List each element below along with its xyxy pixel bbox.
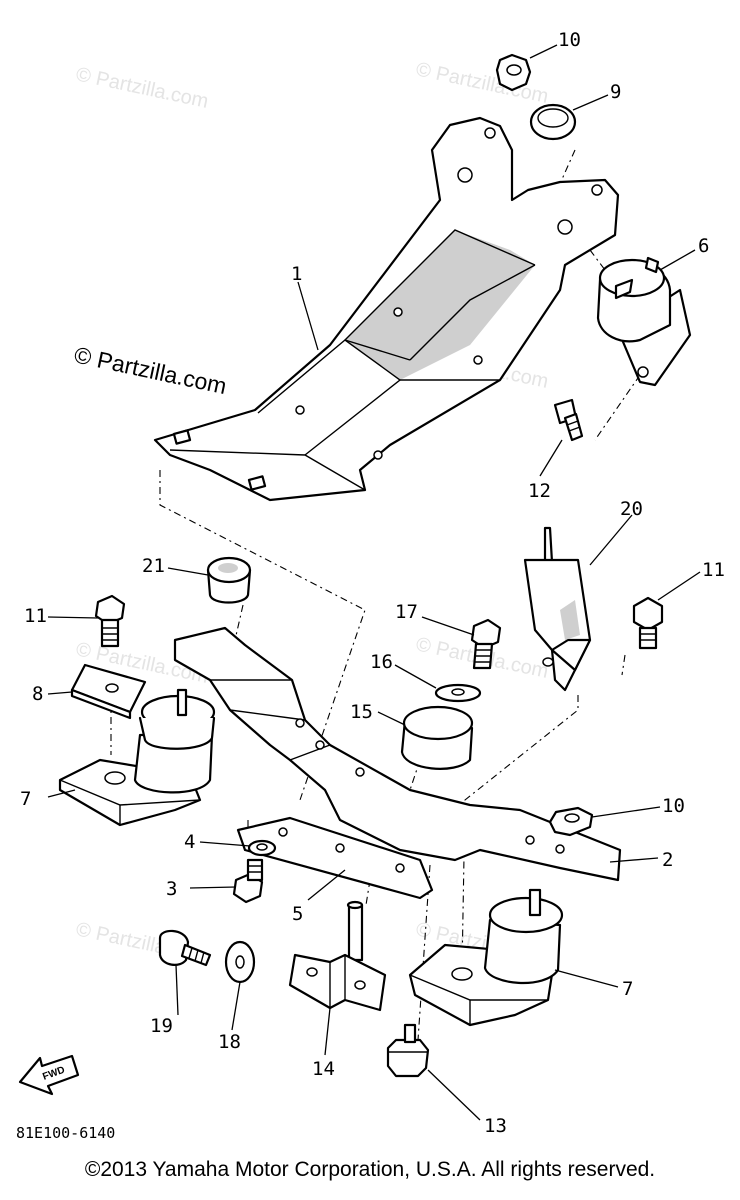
callout-13: 13	[484, 1115, 507, 1137]
watermark-main: © Partzilla.com	[72, 341, 229, 399]
part-6-mount	[596, 256, 692, 387]
callout-7-left: 7	[20, 788, 31, 810]
callouts: 1 2 3 4 5 6 7 7 8 9 10 10 11 11 12 13 14…	[20, 29, 725, 1137]
part-11-bolt-left	[94, 594, 126, 648]
part-7-mount-left	[58, 688, 216, 827]
bolt-hole	[473, 355, 483, 365]
callout-5: 5	[292, 903, 303, 925]
callout-15: 15	[350, 701, 373, 723]
callout-12: 12	[528, 480, 551, 502]
callout-9: 9	[610, 81, 621, 103]
bolt-hole	[591, 184, 603, 196]
bolt-hole	[557, 219, 573, 235]
callout-3: 3	[166, 878, 177, 900]
callout-21: 21	[142, 555, 165, 577]
part-5-plate	[236, 816, 434, 900]
part-20-bracket	[523, 526, 592, 692]
bolt-hole	[295, 405, 305, 415]
parts-diagram: © Partzilla.com © Partzilla.com © Partzi…	[16, 29, 725, 1142]
bolt-hole	[393, 307, 403, 317]
part-13-nut	[386, 1023, 430, 1078]
part-9-washer	[529, 103, 577, 141]
callout-2: 2	[662, 849, 673, 871]
part-10-nut-top	[495, 53, 532, 92]
watermark: © Partzilla.com	[74, 918, 210, 968]
callout-20: 20	[620, 498, 643, 520]
weld-nut	[247, 475, 267, 491]
callout-6: 6	[698, 235, 709, 257]
part-10-nut-right	[548, 806, 594, 837]
copyright-notice: ©2013 Yamaha Motor Corporation, U.S.A. A…	[84, 1158, 656, 1181]
part-4-washer	[247, 839, 277, 857]
part-1-bracket	[153, 116, 620, 502]
callout-10-right: 10	[662, 795, 685, 817]
callout-14: 14	[312, 1058, 335, 1080]
callout-8: 8	[32, 683, 43, 705]
callout-18: 18	[218, 1031, 241, 1053]
part-3-bolt	[232, 858, 264, 904]
callout-1: 1	[291, 263, 302, 285]
callout-7-right: 7	[622, 978, 633, 1000]
weld-nut	[172, 429, 192, 445]
part-15-rubber-block	[400, 705, 474, 770]
fwd-arrow: FWD	[18, 1054, 80, 1096]
part-8-plate	[70, 663, 147, 720]
callout-17: 17	[395, 601, 418, 623]
part-7-mount-right	[408, 888, 564, 1027]
part-2-lower-bracket	[173, 626, 622, 882]
part-21-collar	[206, 556, 252, 604]
callout-19: 19	[150, 1015, 173, 1037]
diagram-code: 81E100-6140	[16, 1124, 115, 1142]
watermark: © Partzilla.com	[414, 58, 550, 108]
part-17-bolt	[470, 618, 502, 670]
bolt-hole	[484, 127, 496, 139]
bolt-hole	[457, 167, 473, 183]
bolt-hole	[373, 450, 383, 460]
callout-11-left: 11	[24, 605, 47, 627]
watermark: © Partzilla.com	[74, 63, 210, 113]
callout-16: 16	[370, 651, 393, 673]
part-12-bolt	[553, 398, 584, 442]
part-18-washer	[224, 940, 256, 984]
leader-lines	[47, 44, 701, 1121]
callout-10-top: 10	[558, 29, 581, 51]
part-14-stud-plate	[288, 900, 387, 1012]
callout-11-right: 11	[702, 559, 725, 581]
part-19-bolt	[158, 929, 212, 967]
part-11-bolt-right	[632, 596, 664, 650]
part-16-washer	[434, 683, 482, 703]
callout-4: 4	[184, 831, 195, 853]
